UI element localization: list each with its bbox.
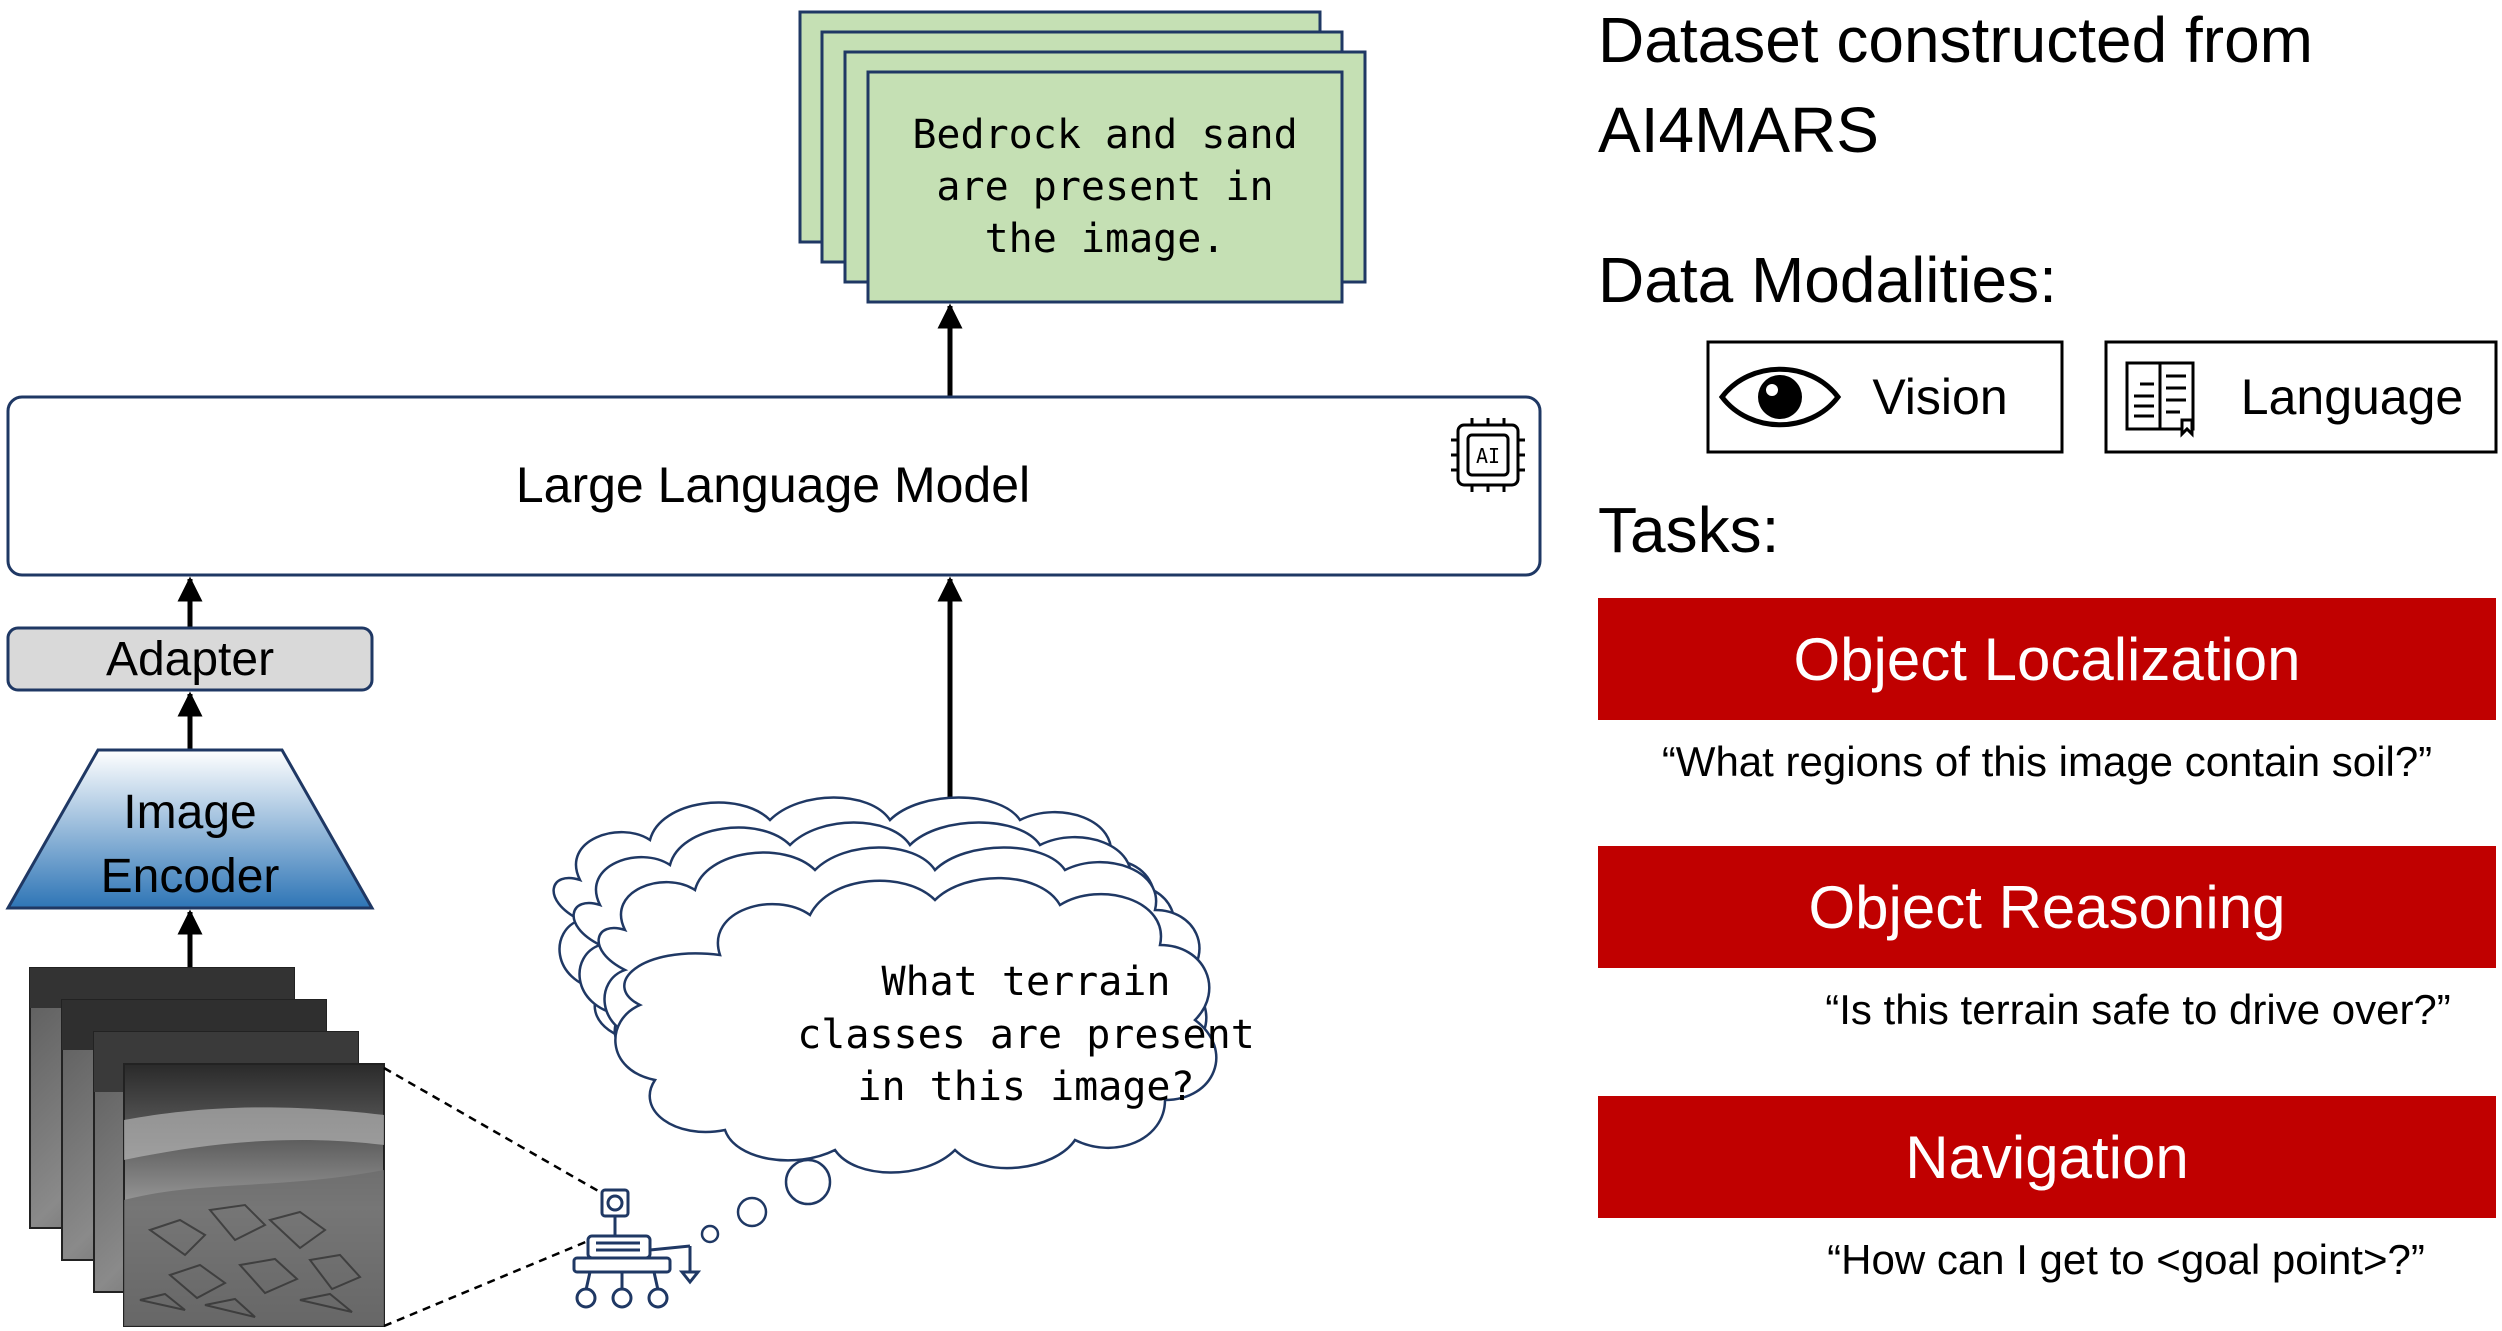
side-panel: Dataset constructed from AI4MARS Data Mo… (1598, 4, 2498, 1283)
mars-image-stack (29, 967, 385, 1327)
dataset-title-line1: Dataset constructed from (1598, 4, 2313, 76)
prompt-line-3: in this image? (857, 1064, 1194, 1110)
dataset-title-line2: AI4MARS (1598, 94, 1879, 166)
vision-label: Vision (1872, 369, 2007, 425)
eye-icon (1718, 366, 1842, 428)
prompt-cloud-stack (552, 796, 1218, 1174)
task-navigation-banner (1598, 1096, 2496, 1218)
prompt-line-1: What terrain (882, 959, 1171, 1005)
output-line-1: Bedrock and sand (912, 112, 1297, 158)
task-navigation-example: “How can I get to <goal point>?” (1827, 1236, 2425, 1283)
mars-image-1 (123, 1063, 385, 1327)
language-label: Language (2241, 369, 2463, 425)
task-object-localization-title: Object Localization (1794, 626, 2301, 693)
output-text-stack: Bedrock and sand are present in the imag… (798, 10, 1367, 304)
task-object-reasoning-banner (1598, 846, 2496, 968)
modalities-title: Data Modalities: (1598, 244, 2057, 316)
task-navigation-title: Navigation (1905, 1124, 2189, 1191)
task-object-reasoning-title: Object Reasoning (1809, 874, 2286, 941)
adapter-box (6, 626, 374, 692)
thought-bubble-small (700, 1224, 720, 1244)
task-object-reasoning-example: “Is this terrain safe to drive over?” (1825, 986, 2451, 1033)
ai-chip-label: AI (1476, 444, 1500, 468)
thought-bubble-large (784, 1158, 832, 1206)
encoder-label-line2: Encoder (101, 850, 280, 903)
ai-chip-icon: AI (1451, 418, 1525, 492)
image-encoder-trapezoid (5, 748, 375, 910)
zoom-line-bottom (383, 1234, 601, 1328)
encoder-label-line1: Image (123, 786, 256, 839)
prompt-line-2: classes are present (797, 1012, 1255, 1058)
task-object-localization-banner (1598, 598, 2496, 720)
zoom-line-top (383, 1066, 601, 1194)
llm-box (6, 395, 1542, 577)
adapter-label: Adapter (106, 633, 274, 686)
task-object-localization-example: “What regions of this image contain soil… (1662, 738, 2432, 785)
rover-icon (572, 1188, 702, 1309)
thought-bubble-medium (736, 1196, 768, 1228)
output-card-front (866, 70, 1344, 304)
dictionary-icon (2125, 361, 2195, 438)
prompt-cloud-front (614, 876, 1218, 1174)
llm-label: Large Language Model (516, 457, 1030, 513)
output-line-3: the image. (985, 216, 1226, 262)
tasks-title: Tasks: (1598, 494, 1779, 566)
llm-block: Large Language Model AI (6, 395, 1542, 577)
output-line-2: are present in (936, 164, 1273, 210)
